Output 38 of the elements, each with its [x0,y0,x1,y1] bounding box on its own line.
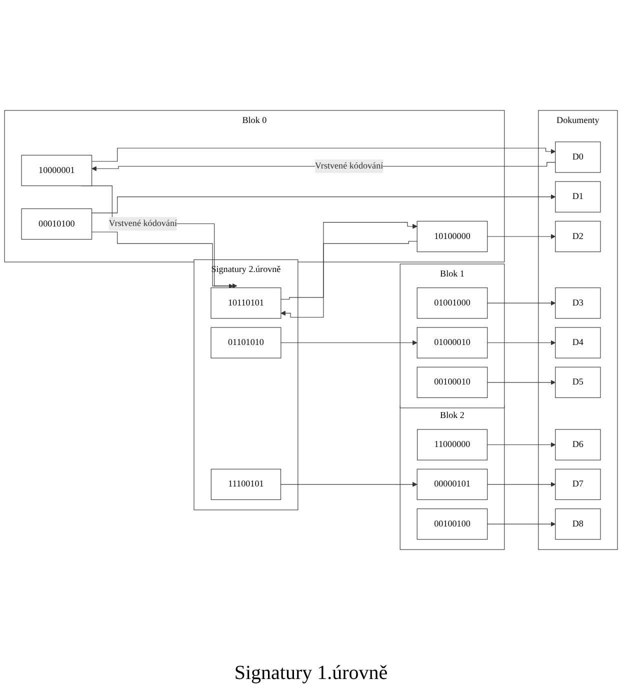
edge-label: Vrstvené kódování [108,218,177,228]
node-box: 01000010 [416,327,488,358]
node-box: 11100101 [210,468,282,500]
node-box: D4 [555,327,601,358]
arrow [280,482,418,487]
arrow [486,442,556,448]
node-box: 10100000 [416,220,488,252]
node-box: 01101010 [210,327,282,358]
node-box: 10110101 [210,288,282,319]
arrow [487,522,556,527]
arrow [280,340,418,346]
node-box: 10000001 [21,154,92,186]
arrow [92,194,556,214]
caption-text: Signatury 1.úrovně [234,662,388,684]
node-box: D7 [555,468,601,500]
arrow [487,482,556,487]
node-box: D5 [555,366,601,398]
node-box: D3 [555,288,601,319]
arrow [487,300,556,306]
arrow [487,234,556,239]
arrow [92,232,234,289]
arrow [280,241,418,318]
arrow [92,148,556,162]
arrow [280,222,418,300]
node-box: D1 [555,181,601,212]
node-box: D6 [555,429,601,460]
arrow [487,380,556,385]
node-box: 00010100 [21,208,92,240]
node-box: 11000000 [417,429,488,460]
arrow [487,340,556,346]
node-box: D2 [555,220,601,252]
node-box: 00100100 [416,508,488,540]
node-box: 00100010 [416,366,488,398]
node-box: 01001000 [416,288,488,319]
node-box: 00000101 [416,468,488,500]
edge-label: Vrstvené kódování [314,161,384,171]
node-box: D0 [555,142,601,173]
node-box: D8 [555,508,601,540]
